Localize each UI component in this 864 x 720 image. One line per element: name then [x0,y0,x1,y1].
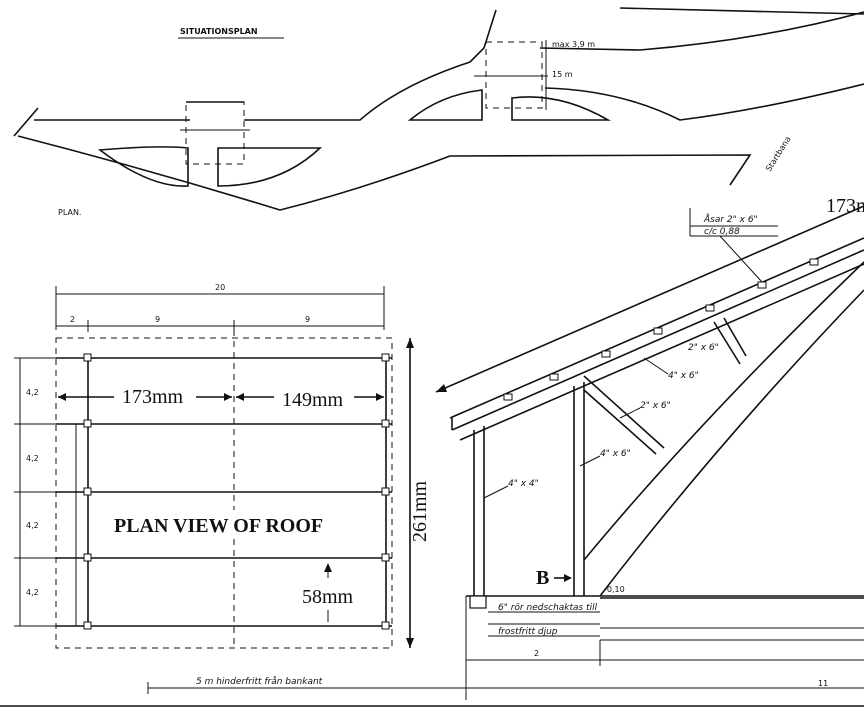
purlin-block [601,350,611,358]
bay-dim-1: 4,2 [26,388,39,397]
arrowhead [406,638,414,648]
curved-rafter-inner [583,261,864,561]
section-view: 173mm Åsar 2" x 6" c/c 0,88 2" x 6" 4" x… [435,195,864,700]
post-markers [83,353,390,630]
post-marker [83,353,92,362]
dim-base: 2 [534,649,539,658]
brace-lower-a [583,375,665,449]
purlin-spacing: c/c 0,88 [704,227,740,237]
arrowhead [58,393,66,401]
brace-upper-a [713,321,741,365]
sheet-border-top [619,7,864,15]
post-marker [381,487,390,496]
purlin-block [653,327,663,335]
brace-upper-b [723,317,747,357]
roof-underside [451,249,864,431]
post-marker [381,419,390,428]
purlin-block [757,281,767,289]
foundation-note-1: 6" rör nedschaktas till [498,603,598,613]
spacing-label: 15 m [552,70,573,79]
rafter-label: 4" x 6" [668,371,699,381]
roof-title-bg [110,510,358,538]
purlin-spec: Åsar 2" x 6" [703,213,758,225]
purlin-block [705,304,715,312]
purlin-block [549,373,559,381]
measure-height: 261mm [409,480,431,542]
road-lower-edge [17,135,752,211]
road-right-upper [539,11,864,51]
site-plan-title: SITUATIONSPLAN [180,27,258,36]
dim-right: 9 [305,315,310,324]
dim-mid: 9 [155,315,160,324]
post-marker [381,621,390,630]
bay-dim-3: 4,2 [26,521,39,530]
measure-left: 173mm [122,386,184,408]
post-marker [83,487,92,496]
curved-rafter-outer [599,289,864,597]
max-height-label: max 3,9 m [552,40,595,49]
roof-outline [55,337,393,649]
post-inner-label: 4" x 6" [600,449,631,459]
brace-upper-label: 2" x 6" [688,343,719,353]
arrowhead [376,393,384,401]
purlin-block [503,393,513,401]
roof-plan: 20 2 9 9 [14,283,431,649]
plan-label: PLAN. [58,208,81,217]
road-upper-edge [13,9,497,137]
dim-right: 11 [818,679,828,688]
brace-lower-b [583,389,657,455]
hangar-left [185,101,245,165]
clearance-dimension: 5 m hinderfritt från bankant 11 [0,676,864,707]
arrowhead [436,384,447,392]
arrowhead [406,338,414,348]
purlin-leader [719,235,763,283]
road-right-lower [544,83,864,121]
bay-dim-4: 4,2 [26,588,39,597]
island-left-a [97,146,189,187]
clearance-label: 5 m hinderfritt från bankant [196,676,323,687]
measure-bottom: 58mm [302,586,354,608]
island-right-b [511,96,611,121]
island-left-b [217,147,323,187]
post-marker [381,553,390,562]
post-marker [83,621,92,630]
dim-left: 2 [70,315,75,324]
arrowhead [324,563,332,572]
foundation-note-2: frostfritt djup [498,627,558,637]
point-label: B [536,567,549,589]
rafter-leader [643,357,669,375]
post-marker [83,419,92,428]
post-outer-label: 4" x 4" [508,479,539,489]
brace-lower-label: 2" x 6" [640,401,671,411]
measure-top: 173mm [826,195,864,217]
site-plan: SITUATIONSPLAN max 3,9 m 15 m PLAN. Star… [13,9,864,217]
measure-right: 149mm [282,389,344,411]
level-label: -0,10 [604,585,625,594]
arrowhead [564,574,572,582]
roof-title: PLAN VIEW OF ROOF [114,515,323,537]
post-inner-leader [579,455,601,467]
post-marker [381,353,390,362]
brace-lower-leader [619,407,641,419]
post-marker [83,553,92,562]
arrowhead [236,393,244,401]
rafter-edge [459,263,864,441]
footing [469,595,487,609]
dim-overall: 20 [215,283,225,292]
bay-dim-2: 4,2 [26,454,39,463]
measure-top-line [435,205,864,393]
purlin-block [809,258,819,266]
post-outer-leader [483,485,509,499]
hangar-right [485,41,543,109]
arrowhead [224,393,232,401]
runway-label: Startbana [764,135,793,173]
purlin-blocks [503,258,819,401]
island-right-a [407,89,483,121]
